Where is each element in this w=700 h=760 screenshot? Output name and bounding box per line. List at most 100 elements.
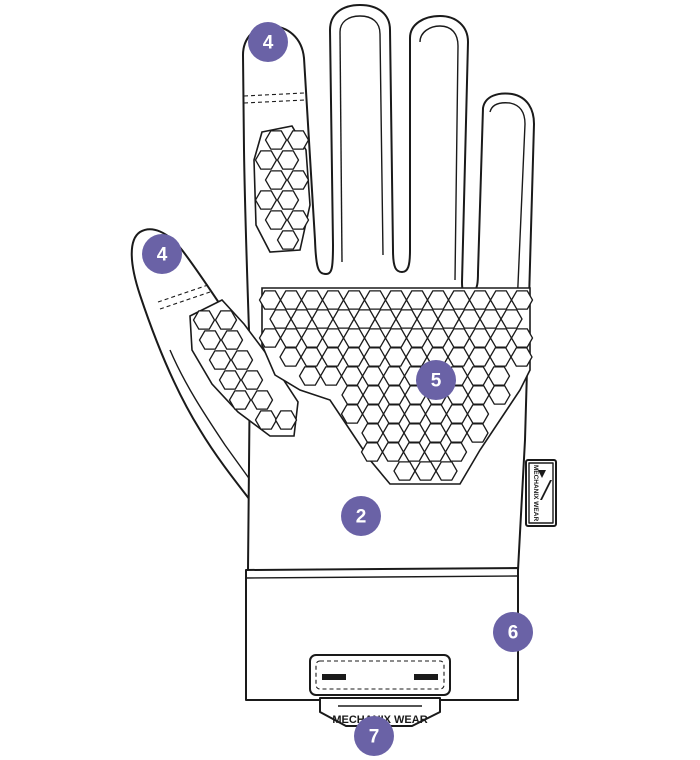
hex-cell bbox=[214, 310, 238, 330]
hex-cell bbox=[340, 404, 364, 424]
index-tip-stitch-2 bbox=[243, 99, 306, 104]
hex-cell bbox=[416, 309, 439, 329]
hex-cell bbox=[468, 290, 492, 310]
hex-cell bbox=[269, 309, 292, 329]
hex-cell bbox=[361, 423, 384, 443]
hex-cell bbox=[393, 461, 416, 481]
hex-cell bbox=[435, 461, 458, 481]
thumb-tip-stitch bbox=[157, 284, 209, 303]
callout-6-cuff: 6 bbox=[493, 612, 533, 652]
hex-cell bbox=[198, 330, 222, 350]
hex-cell bbox=[321, 347, 344, 367]
side-brand-tag: MECHANIX WEAR bbox=[525, 459, 557, 527]
hex-cell bbox=[254, 190, 278, 210]
hex-cell bbox=[264, 210, 288, 230]
hex-cell bbox=[384, 347, 407, 367]
hex-cell bbox=[466, 366, 490, 386]
index-finger-hex-pad bbox=[253, 125, 311, 253]
hex-cell bbox=[424, 404, 448, 424]
side-tag-logo bbox=[538, 470, 552, 500]
hex-cell bbox=[361, 366, 385, 386]
hex-cell bbox=[192, 310, 216, 330]
hex-cell bbox=[276, 190, 300, 210]
hex-cell bbox=[361, 404, 385, 424]
hex-cell bbox=[489, 347, 512, 367]
hex-cell bbox=[360, 442, 384, 462]
callout-label: 4 bbox=[263, 33, 274, 54]
hex-cell bbox=[276, 230, 300, 250]
hex-cell bbox=[395, 309, 418, 329]
hex-cell bbox=[342, 347, 365, 367]
hex-cell bbox=[382, 423, 405, 443]
hex-cell bbox=[286, 170, 310, 190]
hex-cell bbox=[414, 461, 437, 481]
hex-cell bbox=[254, 410, 278, 430]
hex-cell bbox=[382, 366, 406, 386]
hex-cell bbox=[240, 370, 264, 390]
hex-cell bbox=[258, 328, 282, 348]
hex-cell bbox=[279, 347, 302, 367]
hex-cell bbox=[298, 366, 322, 386]
hex-cell bbox=[274, 410, 298, 430]
side-tag-text: MECHANIX WEAR bbox=[532, 465, 539, 522]
hex-cell bbox=[342, 290, 366, 310]
hex-cell bbox=[362, 385, 385, 405]
hex-cell bbox=[383, 385, 406, 405]
hex-cell bbox=[445, 404, 469, 424]
hex-cell bbox=[230, 350, 254, 370]
hex-cell bbox=[250, 390, 274, 410]
hex-cell bbox=[218, 370, 242, 390]
hex-cell bbox=[321, 328, 345, 348]
hex-cell bbox=[405, 328, 429, 348]
hex-cell bbox=[479, 309, 502, 329]
callout-7-tab: 7 bbox=[354, 716, 394, 756]
hex-cell bbox=[363, 328, 387, 348]
hex-cell bbox=[500, 309, 523, 329]
hex-cell bbox=[363, 347, 386, 367]
finger-inner-seam-2 bbox=[419, 25, 459, 281]
callout-label: 2 bbox=[356, 507, 367, 528]
callout-5-palm: 5 bbox=[416, 360, 456, 400]
closure-bar-right bbox=[414, 674, 438, 680]
hex-cell bbox=[264, 170, 288, 190]
hex-cell bbox=[487, 366, 511, 386]
hex-cell bbox=[341, 385, 364, 405]
hex-cell bbox=[458, 309, 481, 329]
hex-cell bbox=[423, 442, 447, 462]
callout-4-index: 4 bbox=[248, 22, 288, 62]
hex-cell bbox=[403, 404, 427, 424]
hex-cell bbox=[424, 423, 447, 443]
hex-cell bbox=[447, 347, 470, 367]
callout-label: 4 bbox=[157, 245, 168, 266]
hex-cell bbox=[466, 404, 490, 424]
hex-cell bbox=[381, 442, 405, 462]
hex-cell bbox=[300, 347, 323, 367]
hex-cell bbox=[319, 366, 343, 386]
thumb-hex-pad bbox=[189, 299, 299, 437]
hex-cell bbox=[332, 309, 355, 329]
hex-cell bbox=[402, 442, 426, 462]
hex-cell bbox=[279, 290, 303, 310]
hex-cell bbox=[384, 328, 408, 348]
hex-cell bbox=[290, 309, 313, 329]
hex-cell bbox=[510, 347, 533, 367]
hex-cell bbox=[468, 328, 492, 348]
hex-cell bbox=[468, 347, 491, 367]
callout-label: 5 bbox=[431, 371, 442, 392]
callout-2-body: 2 bbox=[341, 496, 381, 536]
hex-cell bbox=[510, 328, 534, 348]
hex-cell bbox=[488, 385, 511, 405]
hex-cell bbox=[426, 290, 450, 310]
hex-cell bbox=[405, 347, 428, 367]
hex-cell bbox=[447, 290, 471, 310]
hex-cell bbox=[467, 385, 490, 405]
hex-cell bbox=[353, 309, 376, 329]
hex-cell bbox=[228, 390, 252, 410]
hex-cell bbox=[276, 150, 300, 170]
hex-cell bbox=[342, 328, 366, 348]
hex-cell bbox=[466, 423, 489, 443]
hex-cell bbox=[286, 130, 310, 150]
hex-cell bbox=[445, 423, 468, 443]
hex-cell bbox=[489, 328, 513, 348]
